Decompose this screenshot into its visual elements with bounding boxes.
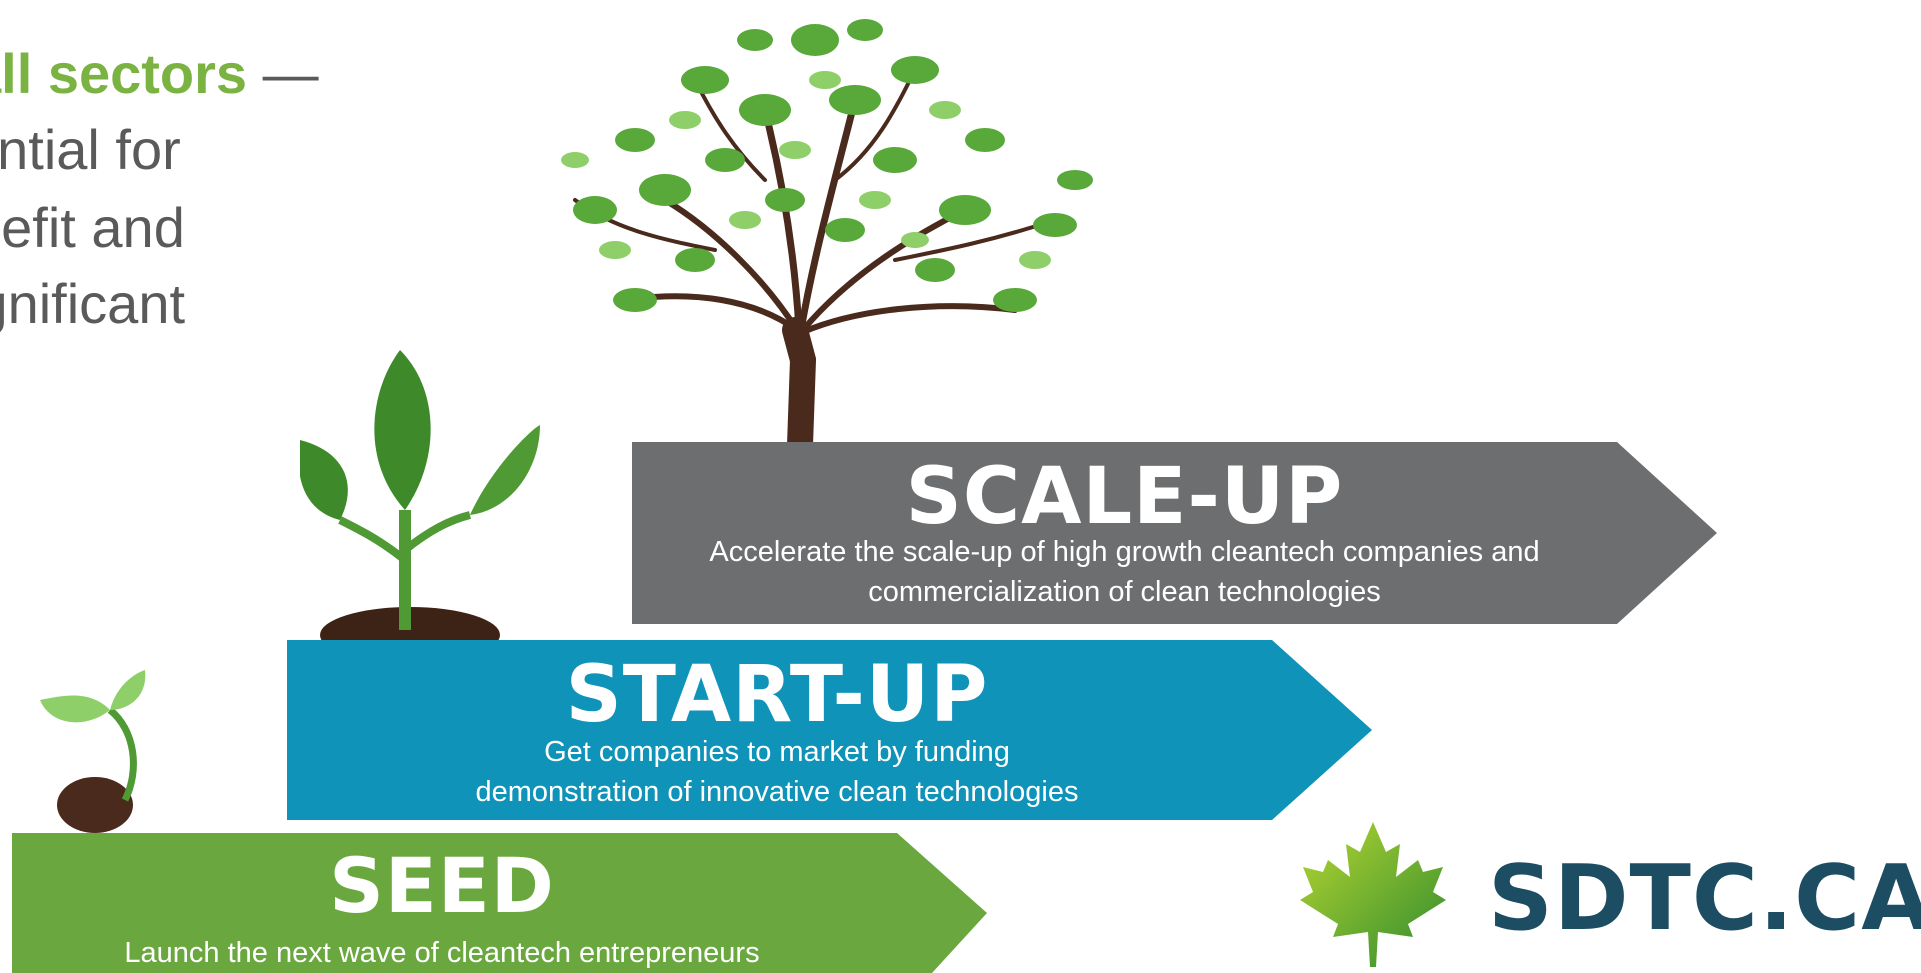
sdtc-logo[interactable]: SDTC.CA (1298, 822, 1921, 972)
seed-sprout-illustration (40, 670, 146, 833)
seed-title: SEED (329, 841, 555, 930)
scale-up-arrow-shape (632, 442, 1717, 624)
seed-arrow: SEED Launch the next wave of cleantech e… (12, 833, 987, 973)
scale-up-title: SCALE-UP (905, 452, 1344, 542)
intro-line-4: ignificant (0, 272, 186, 335)
tree-illustration (561, 19, 1093, 445)
start-up-title: START-UP (565, 650, 989, 740)
scale-up-arrow: SCALE-UP Accelerate the scale-up of high… (632, 442, 1717, 624)
intro-line-2: ential for (0, 118, 181, 181)
start-up-description: Get companies to market by funding demon… (475, 736, 1079, 808)
start-up-arrow-shape (287, 640, 1372, 820)
sdtc-logo-text: SDTC.CA (1488, 846, 1921, 951)
seed-description: Launch the next wave of cleantech entrep… (124, 937, 760, 969)
intro-line-3: nefit and (0, 196, 185, 259)
maple-leaf-icon (1300, 822, 1446, 967)
intro-highlight: all sectors (0, 42, 248, 105)
intro-line-1: all sectors — (0, 46, 319, 102)
seed-arrow-shape (12, 833, 987, 973)
start-up-arrow: START-UP Get companies to market by fund… (287, 640, 1372, 820)
seedling-illustration (300, 350, 540, 640)
scale-up-description: Accelerate the scale-up of high growth c… (709, 536, 1540, 608)
